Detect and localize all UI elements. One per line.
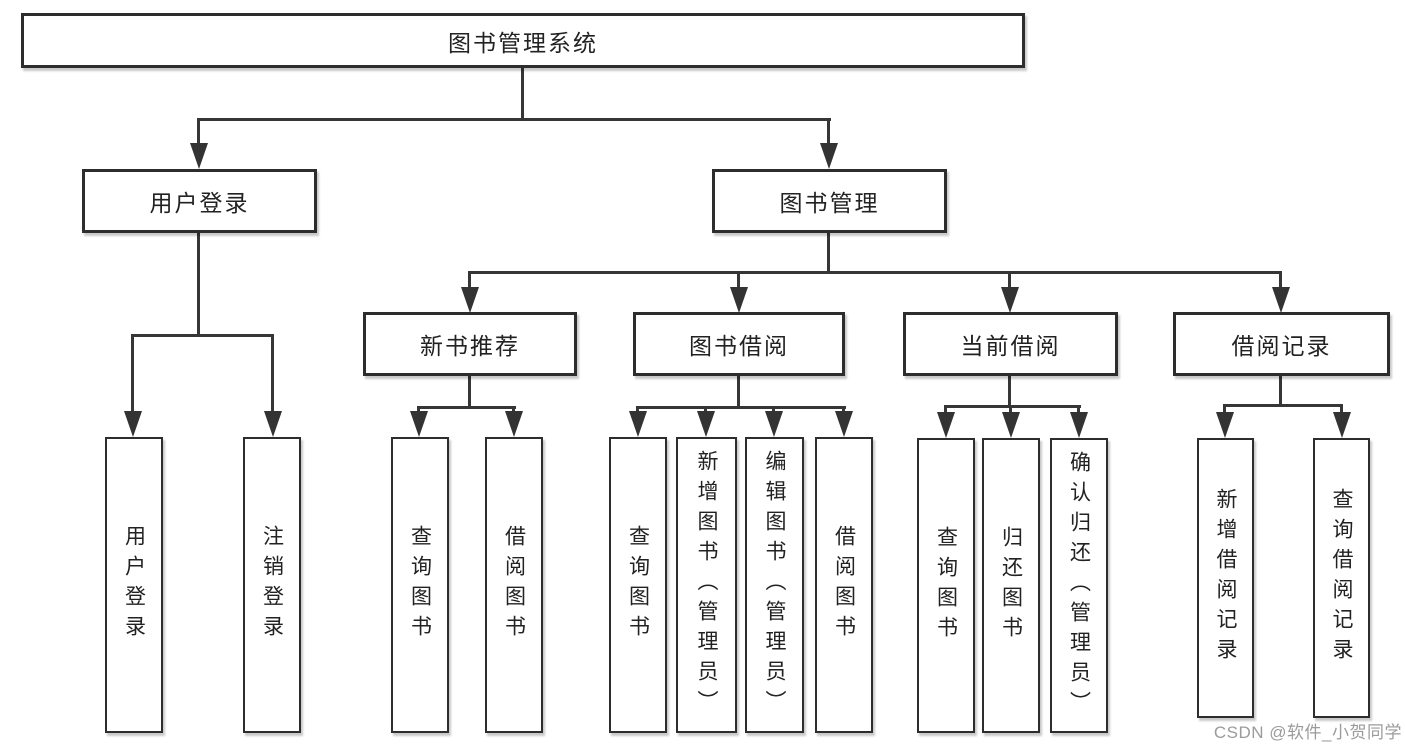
connector-drop-leaf xyxy=(1009,405,1012,416)
leaf-edit-book-admin: 编辑图书（管理员） xyxy=(745,437,804,733)
node-label: 用户登录 xyxy=(149,190,250,216)
arrow-down-icon xyxy=(765,411,783,437)
connector-new-book-hline xyxy=(417,406,516,409)
node-label: 当前借阅 xyxy=(960,333,1061,359)
node-borrowing-records: 借阅记录 xyxy=(1173,312,1390,376)
arrow-down-icon xyxy=(937,412,955,438)
arrow-down-icon xyxy=(629,411,647,437)
arrow-down-icon xyxy=(124,411,142,437)
leaf-label: 查询图书 xyxy=(408,525,432,645)
node-label: 新书推荐 xyxy=(420,333,520,359)
connector-drop-level3 xyxy=(468,271,471,289)
leaf-label: 注销登录 xyxy=(260,525,284,645)
leaf-query-book-borrow: 查询图书 xyxy=(609,437,667,733)
arrow-down-icon xyxy=(190,143,208,169)
connector-book-mgmt-stub xyxy=(827,233,830,274)
leaf-borrow-book-borrow: 借阅图书 xyxy=(815,437,873,733)
csdn-watermark: CSDN @软件_小贺同学 xyxy=(1213,723,1402,742)
arrow-down-icon xyxy=(264,411,282,437)
leaf-label: 查询图书 xyxy=(934,525,958,646)
node-library-management-system: 图书管理系统 xyxy=(21,13,1025,68)
connector-drop-leaf xyxy=(1340,404,1343,416)
connector-borrow-records-hline xyxy=(1223,404,1343,407)
connector-book-mgmt-hline xyxy=(468,271,1282,274)
node-user-login: 用户登录 xyxy=(82,169,317,233)
connector-borrow-records-stub xyxy=(1279,376,1282,407)
connector-drop-leaf xyxy=(944,405,947,416)
connector-current-borrow-hline xyxy=(944,405,1081,408)
arrow-down-icon xyxy=(1070,412,1088,438)
leaf-label: 确认归还（管理员） xyxy=(1067,450,1091,721)
connector-root-stub xyxy=(521,68,524,120)
leaf-query-borrow-record: 查询借阅记录 xyxy=(1313,438,1370,718)
connector-new-book-stub xyxy=(468,376,471,409)
leaf-label: 查询借阅记录 xyxy=(1330,488,1353,668)
node-label: 图书管理 xyxy=(779,190,880,216)
leaf-label: 借阅图书 xyxy=(832,525,856,645)
connector-book-borrow-stub xyxy=(737,376,740,409)
leaf-add-book-admin: 新增图书（管理员） xyxy=(676,437,737,733)
leaf-label: 用户登录 xyxy=(122,525,146,645)
leaf-query-book-current: 查询图书 xyxy=(917,438,975,733)
arrow-down-icon xyxy=(835,411,853,437)
leaf-label: 借阅图书 xyxy=(502,525,526,645)
leaf-user-login: 用户登录 xyxy=(105,437,163,733)
connector-root-hline xyxy=(197,118,831,121)
leaf-borrow-book-recommend: 借阅图书 xyxy=(485,437,543,733)
leaf-label: 新增借阅记录 xyxy=(1214,488,1237,668)
leaf-label: 新增图书（管理员） xyxy=(695,450,718,720)
leaf-query-book-recommend: 查询图书 xyxy=(391,437,449,733)
connector-user-login-hline xyxy=(131,334,274,337)
arrow-down-icon xyxy=(1333,412,1351,438)
node-label: 借阅记录 xyxy=(1231,333,1332,359)
arrow-down-icon xyxy=(820,143,838,169)
node-current-borrowing: 当前借阅 xyxy=(903,312,1118,376)
leaf-add-borrow-record: 新增借阅记录 xyxy=(1197,438,1254,718)
arrow-down-icon xyxy=(1001,287,1019,313)
node-new-book-recommend: 新书推荐 xyxy=(363,312,577,376)
arrow-down-icon xyxy=(1272,287,1290,313)
arrow-down-icon xyxy=(461,287,479,313)
connector-drop-book-mgmt xyxy=(827,118,830,146)
node-label: 图书借阅 xyxy=(689,333,789,359)
leaf-label: 查询图书 xyxy=(626,525,650,645)
leaf-logout-login: 注销登录 xyxy=(243,437,301,733)
arrow-down-icon xyxy=(1216,412,1234,438)
node-book-management: 图书管理 xyxy=(712,169,947,233)
connector-drop-user-login xyxy=(197,118,200,146)
arrow-down-icon xyxy=(697,411,715,437)
connector-drop-leaf xyxy=(271,334,274,414)
connector-book-borrow-hline xyxy=(636,406,846,409)
leaf-confirm-return-admin: 确认归还（管理员） xyxy=(1050,438,1108,733)
connector-current-borrow-stub xyxy=(1008,376,1011,408)
arrow-down-icon xyxy=(730,287,748,313)
leaf-label: 归还图书 xyxy=(999,525,1023,646)
connector-user-login-stub xyxy=(197,233,200,337)
connector-drop-level3 xyxy=(1008,271,1011,289)
leaf-return-book: 归还图书 xyxy=(982,438,1040,733)
node-book-borrowing: 图书借阅 xyxy=(633,312,845,376)
leaf-label: 编辑图书（管理员） xyxy=(763,450,786,720)
connector-drop-leaf xyxy=(131,334,134,414)
connector-drop-level3 xyxy=(1279,271,1282,289)
connector-drop-leaf xyxy=(1223,404,1226,416)
arrow-down-icon xyxy=(1002,412,1020,438)
arrow-down-icon xyxy=(505,411,523,437)
arrow-down-icon xyxy=(410,411,428,437)
node-label: 图书管理系统 xyxy=(448,29,598,56)
connector-drop-leaf xyxy=(1077,405,1080,416)
connector-drop-level3 xyxy=(737,271,740,289)
